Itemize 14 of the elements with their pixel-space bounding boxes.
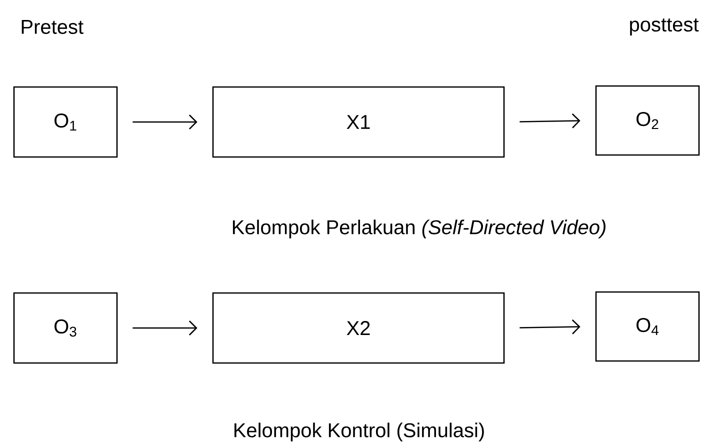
- label: Pretest: [22, 20, 84, 34]
- process-box: O$_{1}$: [13, 86, 118, 158]
- label: Kelompok Perlakuan (Self-Directed Video): [232, 220, 606, 238]
- label: posttest: [630, 18, 699, 36]
- process-box: O$_{4}$: [595, 291, 700, 362]
- arrow: [520, 319, 580, 334]
- process-box: O$_{3}$: [13, 292, 118, 364]
- process-box: O$_{2}$: [595, 85, 700, 156]
- arrow: [132, 114, 198, 130]
- arrow: [520, 113, 580, 128]
- label: Kelompok Kontrol (Simulasi): [234, 422, 484, 442]
- process-box: X2: [212, 292, 505, 364]
- arrow: [132, 320, 198, 336]
- process-box: X1: [212, 86, 505, 158]
